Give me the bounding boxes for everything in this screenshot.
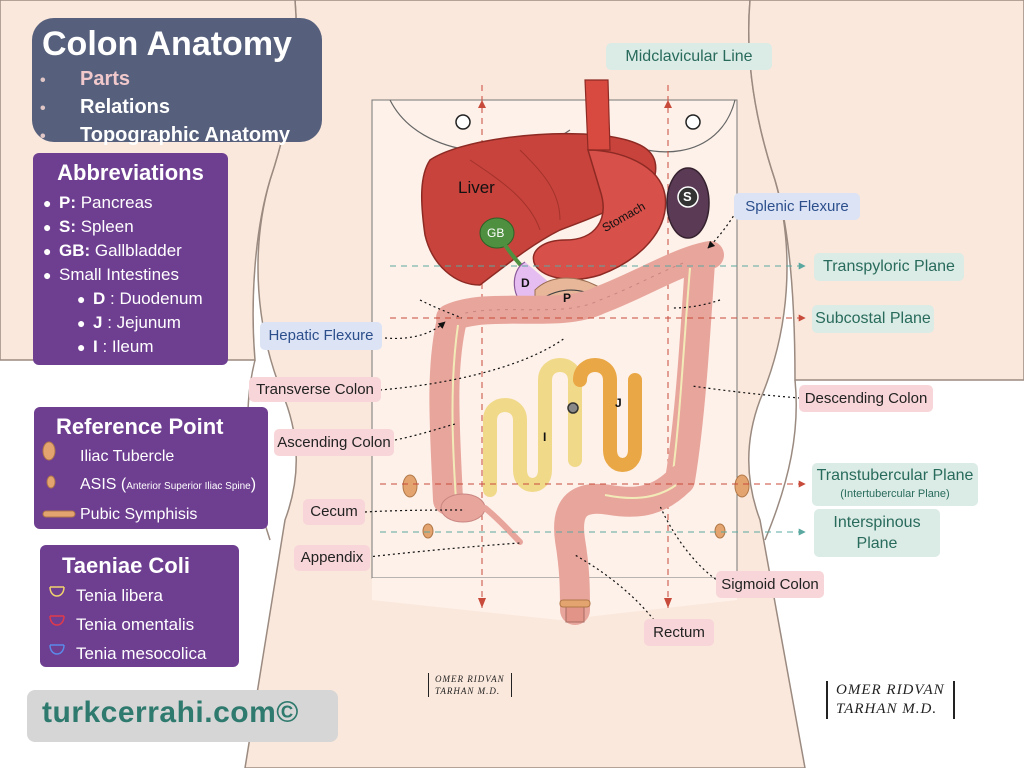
signature-small: OMER RIDVAN TARHAN M.D. [428, 673, 512, 697]
ascending-colon [429, 305, 467, 515]
abbr-row: ●Small Intestines [43, 265, 179, 284]
label-ascending-colon: Ascending Colon [274, 429, 394, 456]
ref-row: Pubic Symphisis [42, 501, 260, 529]
pubic-symphysis-icon [42, 501, 80, 529]
title-list: •Parts •Relations •Topographic Anatomy [40, 66, 312, 150]
asis-icon [42, 471, 80, 499]
pubic-symphysis-marker [559, 599, 591, 608]
left-nipple [455, 114, 471, 130]
abbr-subrow: ●J : Jejunum [77, 313, 181, 332]
ileum-loops [483, 358, 582, 497]
esophagus [584, 79, 611, 151]
ileum-label: I [543, 430, 547, 444]
label-transpyloric-plane: Transpyloric Plane [814, 253, 964, 281]
cecum [440, 493, 486, 523]
iliac-tubercle-icon [42, 441, 80, 471]
abbreviations-panel: Abbreviations ●P: Pancreas ●S: Spleen ●G… [33, 153, 228, 365]
spleen-label: S [683, 189, 692, 204]
label-transtubercular-plane: Transtubercular Plane (Intertubercular P… [812, 463, 978, 506]
label-appendix: Appendix [294, 545, 370, 571]
taeniae-coli-heading: Taeniae Coli [62, 553, 190, 578]
sigmoid-colon [554, 465, 695, 625]
tenia-mesocolica-icon [48, 639, 76, 668]
abbr-row: ●GB: Gallbladder [43, 241, 182, 260]
website-banner[interactable]: turkcerrahi.com© [27, 690, 338, 742]
abbreviations-heading: Abbreviations [57, 160, 204, 185]
asis-right [422, 523, 434, 539]
reference-point-heading: Reference Point [56, 414, 224, 439]
title-item: •Topographic Anatomy [40, 124, 290, 146]
descending-colon [665, 247, 715, 495]
leader-appendix [367, 542, 521, 558]
leader-hepatic [384, 321, 446, 340]
page-title: Colon Anatomy [42, 25, 292, 63]
label-transverse-colon: Transverse Colon [249, 377, 381, 402]
pancreas-label: P [563, 291, 572, 305]
title-item: •Relations [40, 96, 171, 118]
asis-left [714, 523, 726, 539]
label-cecum: Cecum [303, 499, 365, 525]
liver-label: Liver [458, 178, 495, 197]
title-item: •Parts [40, 68, 131, 90]
label-splenic-flexure: Splenic Flexure [734, 193, 860, 220]
tc-row: Tenia omentalis [48, 610, 231, 639]
leader-cecum [364, 509, 466, 513]
website-link[interactable]: turkcerrahi.com© [42, 696, 299, 729]
reference-point-panel: Reference Point Iliac Tubercle ASIS (Ant… [34, 407, 268, 529]
title-item-relations: Relations [80, 96, 171, 118]
tenia-libera-icon [48, 581, 76, 610]
label-sigmoid-colon: Sigmoid Colon [716, 571, 824, 598]
label-hepatic-flexure: Hepatic Flexure [260, 322, 382, 350]
ref-row: ASIS (Anterior Superior Iliac Spine) [42, 471, 260, 501]
title-item-parts: Parts [80, 68, 131, 90]
title-box: Colon Anatomy •Parts •Relations •Topogra… [32, 18, 322, 146]
abbr-subrow: ●D : Duodenum [77, 289, 203, 308]
label-subcostal-plane: Subcostal Plane [812, 305, 934, 333]
label-rectum: Rectum [644, 619, 714, 646]
leader-ascending [394, 423, 456, 441]
gallbladder [479, 217, 515, 249]
duodenum-label: D [521, 276, 530, 290]
abbr-subrow: ●I : Ileum [77, 337, 154, 356]
label-midclavicular-line: Midclavicular Line [606, 43, 772, 70]
title-item-topographic: Topographic Anatomy [80, 124, 290, 146]
tc-row: Tenia mesocolica [48, 639, 231, 668]
iliac-tubercle-right [402, 474, 418, 498]
leader-sigmoid [659, 505, 721, 583]
ref-row: Iliac Tubercle [42, 441, 260, 471]
label-descending-colon: Descending Colon [799, 385, 933, 412]
iliac-tubercle-left [734, 474, 750, 498]
abbr-row: ●S: Spleen [43, 217, 134, 236]
tenia-omentalis-icon [48, 610, 76, 639]
right-nipple [685, 114, 701, 130]
signature-large: OMER RIDVAN TARHAN M.D. [826, 681, 955, 719]
taeniae-coli-panel: Taeniae Coli Tenia libera Tenia omentali… [40, 545, 239, 667]
jejunum-loops [573, 358, 642, 472]
appendix [482, 505, 523, 545]
tc-row: Tenia libera [48, 581, 231, 610]
gallbladder-label: GB [487, 226, 505, 240]
abbr-row: ●P: Pancreas [43, 193, 153, 212]
jejunum-label: J [615, 396, 622, 410]
label-interspinous-plane: Interspinous Plane [814, 509, 940, 557]
ileocecal-marker [567, 402, 579, 414]
